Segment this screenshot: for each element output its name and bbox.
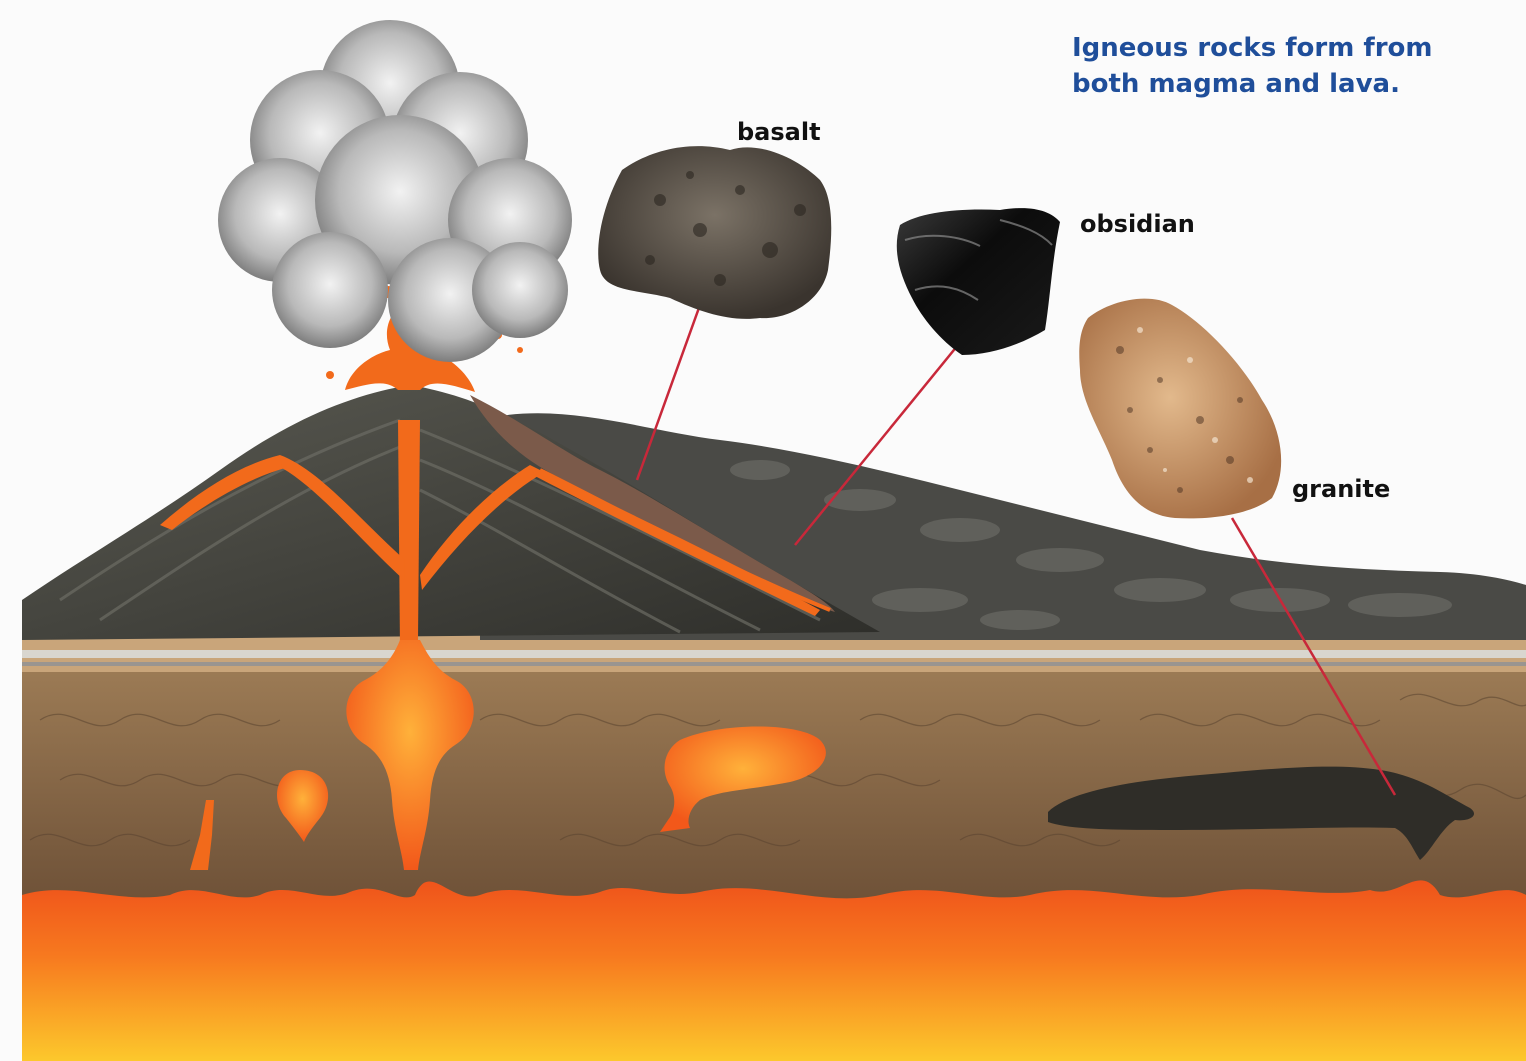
- caption-line-2: both magma and lava.: [1072, 66, 1432, 102]
- diagram-caption: Igneous rocks form from both magma and l…: [1072, 30, 1432, 102]
- molten-mantle: [22, 870, 1526, 1061]
- basalt-label: basalt: [737, 118, 821, 146]
- sediment-stripe: [22, 650, 1526, 658]
- obsidian-label: obsidian: [1080, 210, 1195, 238]
- caption-line-1: Igneous rocks form from: [1072, 30, 1432, 66]
- granite-label: granite: [1292, 475, 1390, 503]
- sediment-stripe-2: [22, 662, 1526, 666]
